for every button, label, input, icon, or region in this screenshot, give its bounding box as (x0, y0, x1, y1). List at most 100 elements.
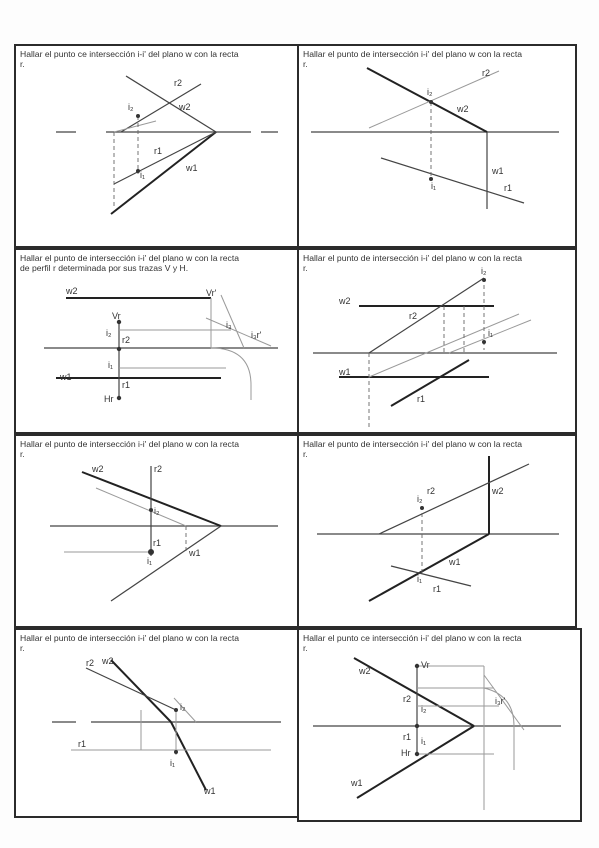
line-r1 (390, 565, 472, 587)
exercise-panel-1: Hallar el punto ce intersección i-i' del… (14, 44, 299, 248)
line-r2 (368, 70, 500, 129)
label-r1: r1 (78, 739, 86, 749)
line-r2 (368, 277, 485, 354)
label-r1: r1 (417, 394, 425, 404)
label-r1: r1 (433, 584, 441, 594)
label-r2: r2 (86, 658, 94, 668)
label-i1: i₁ (170, 758, 175, 768)
trace-w2 (366, 67, 488, 133)
label-hr: Hr (104, 394, 114, 404)
label-i1: i₁ (417, 574, 422, 584)
trace-w1 (110, 525, 222, 602)
exercise-2-drawing: r2 w2 w1 r1 i₂ i₁ (311, 67, 559, 209)
label-w1: w1 (59, 372, 72, 382)
label-w1: w1 (338, 367, 351, 377)
label-i2: i₂ (180, 702, 186, 712)
label-i1: i₁ (431, 181, 436, 191)
rotated-trace (220, 294, 245, 349)
label-w1: w1 (350, 778, 363, 788)
exercise-panel-2: Hallar el punto de intersección i-i' del… (297, 44, 577, 248)
label-r2: r2 (403, 694, 411, 704)
point-i2 (116, 346, 122, 352)
label-w1: w1 (448, 557, 461, 567)
label-r1: r1 (504, 183, 512, 193)
label-w2: w2 (65, 286, 78, 296)
point-i2 (136, 114, 140, 118)
exercise-1-statement: Hallar el punto ce intersección i-i' del… (20, 49, 239, 69)
label-i2: i₂ (417, 494, 423, 504)
label-vr-prime: Vr' (206, 288, 217, 298)
point-vr (116, 319, 122, 325)
label-w2: w2 (91, 464, 104, 474)
rotated-line (483, 674, 525, 731)
label-i1: i₁ (140, 170, 145, 180)
label-vr: Vr (112, 311, 121, 321)
trace-w2 (353, 657, 475, 727)
point-i1 (174, 750, 178, 754)
label-i2: i₂ (106, 328, 112, 338)
trace-w1 (368, 533, 490, 602)
label-r1: r1 (403, 732, 411, 742)
exercise-5-drawing: w2 r2 r1 w1 i₂ i₁ (50, 464, 278, 602)
exercise-2-statement: Hallar el punto de intersección i-i' del… (303, 49, 522, 69)
rabatment-arc (210, 347, 252, 400)
line-r2 (85, 667, 177, 711)
auxiliary-line (173, 697, 197, 723)
exercise-4-drawing: w2 r2 w1 r1 i₂ i₁ (313, 266, 557, 428)
label-r2: r2 (409, 311, 417, 321)
exercise-5-statement: Hallar el punto de intersección i-i' del… (20, 439, 239, 459)
exercise-panel-8: Hallar el punto ce intersección i-i' del… (297, 628, 582, 822)
exercise-panel-4: Hallar el punto de intersección i-i' del… (297, 248, 577, 434)
exercise-8-statement: Hallar el punto ce intersección i-i' del… (303, 633, 522, 653)
label-w1: w1 (188, 548, 201, 558)
label-w2: w2 (178, 102, 191, 112)
label-i2: i₂ (128, 102, 134, 112)
label-i3r-prime: i₃r' (495, 696, 506, 706)
label-w1: w1 (203, 786, 216, 796)
line-r2 (378, 463, 530, 535)
auxiliary-line (368, 313, 520, 378)
point-i2 (174, 708, 178, 712)
label-r2: r2 (482, 68, 490, 78)
trace-w1 (110, 131, 217, 215)
exercise-panel-5: Hallar el punto de intersección i-i' del… (14, 434, 299, 628)
label-r2: r2 (122, 335, 130, 345)
line-r1 (380, 157, 525, 204)
label-i1: i₁ (108, 360, 113, 370)
point-i1 (482, 340, 486, 344)
auxiliary-line (113, 120, 157, 133)
exercise-6-drawing: r2 w2 w1 r1 i₂ i₁ (317, 456, 559, 602)
trace-w1 (356, 725, 475, 799)
trace-w1 (170, 721, 207, 791)
label-i3r-prime: i₃r' (251, 330, 262, 340)
exercise-panel-6: Hallar el punto de intersección i-i' del… (297, 434, 577, 628)
exercise-panel-7: Hallar el punto de intersección i-i' del… (14, 628, 299, 818)
point-i2 (420, 506, 424, 510)
exercise-1-drawing: r2 w2 r1 w1 i₂ i₁ (56, 75, 278, 215)
point-i2 (482, 278, 486, 282)
label-vr: Vr (421, 660, 430, 670)
point-i1 (148, 549, 154, 555)
point-vr (414, 663, 420, 669)
trace-w2 (110, 659, 172, 723)
point-hr (116, 395, 122, 401)
exercise-4-statement: Hallar el punto de intersección i-i' del… (303, 253, 522, 273)
label-i2: i₂ (421, 704, 427, 714)
exercise-panel-3: Hallar el punto de intersección i-i' del… (14, 248, 299, 434)
exercise-3-drawing: w2 Vr r2 w1 r1 Hr i₂ i₁ i₃ Vr' i₃r' (44, 286, 278, 404)
exercise-8-drawing: w2 Vr r2 r1 Hr w1 i₂ i₁ i₃r' (313, 657, 561, 810)
exercise-7-drawing: r2 w2 r1 w1 i₂ i₁ (52, 656, 281, 796)
line-r1 (390, 359, 470, 407)
label-r1: r1 (153, 538, 161, 548)
exercise-3-statement: Hallar el punto de intersección i-i' del… (20, 253, 239, 273)
label-i1: i₁ (421, 736, 426, 746)
label-w2: w2 (456, 104, 469, 114)
label-r2: r2 (427, 486, 435, 496)
label-i1: i₁ (488, 328, 493, 338)
exercise-7-statement: Hallar el punto de intersección i-i' del… (20, 633, 239, 653)
point-i1 (429, 177, 433, 181)
label-w2: w2 (101, 656, 114, 666)
line-r1 (113, 131, 217, 185)
rabatment-arc (483, 687, 515, 770)
